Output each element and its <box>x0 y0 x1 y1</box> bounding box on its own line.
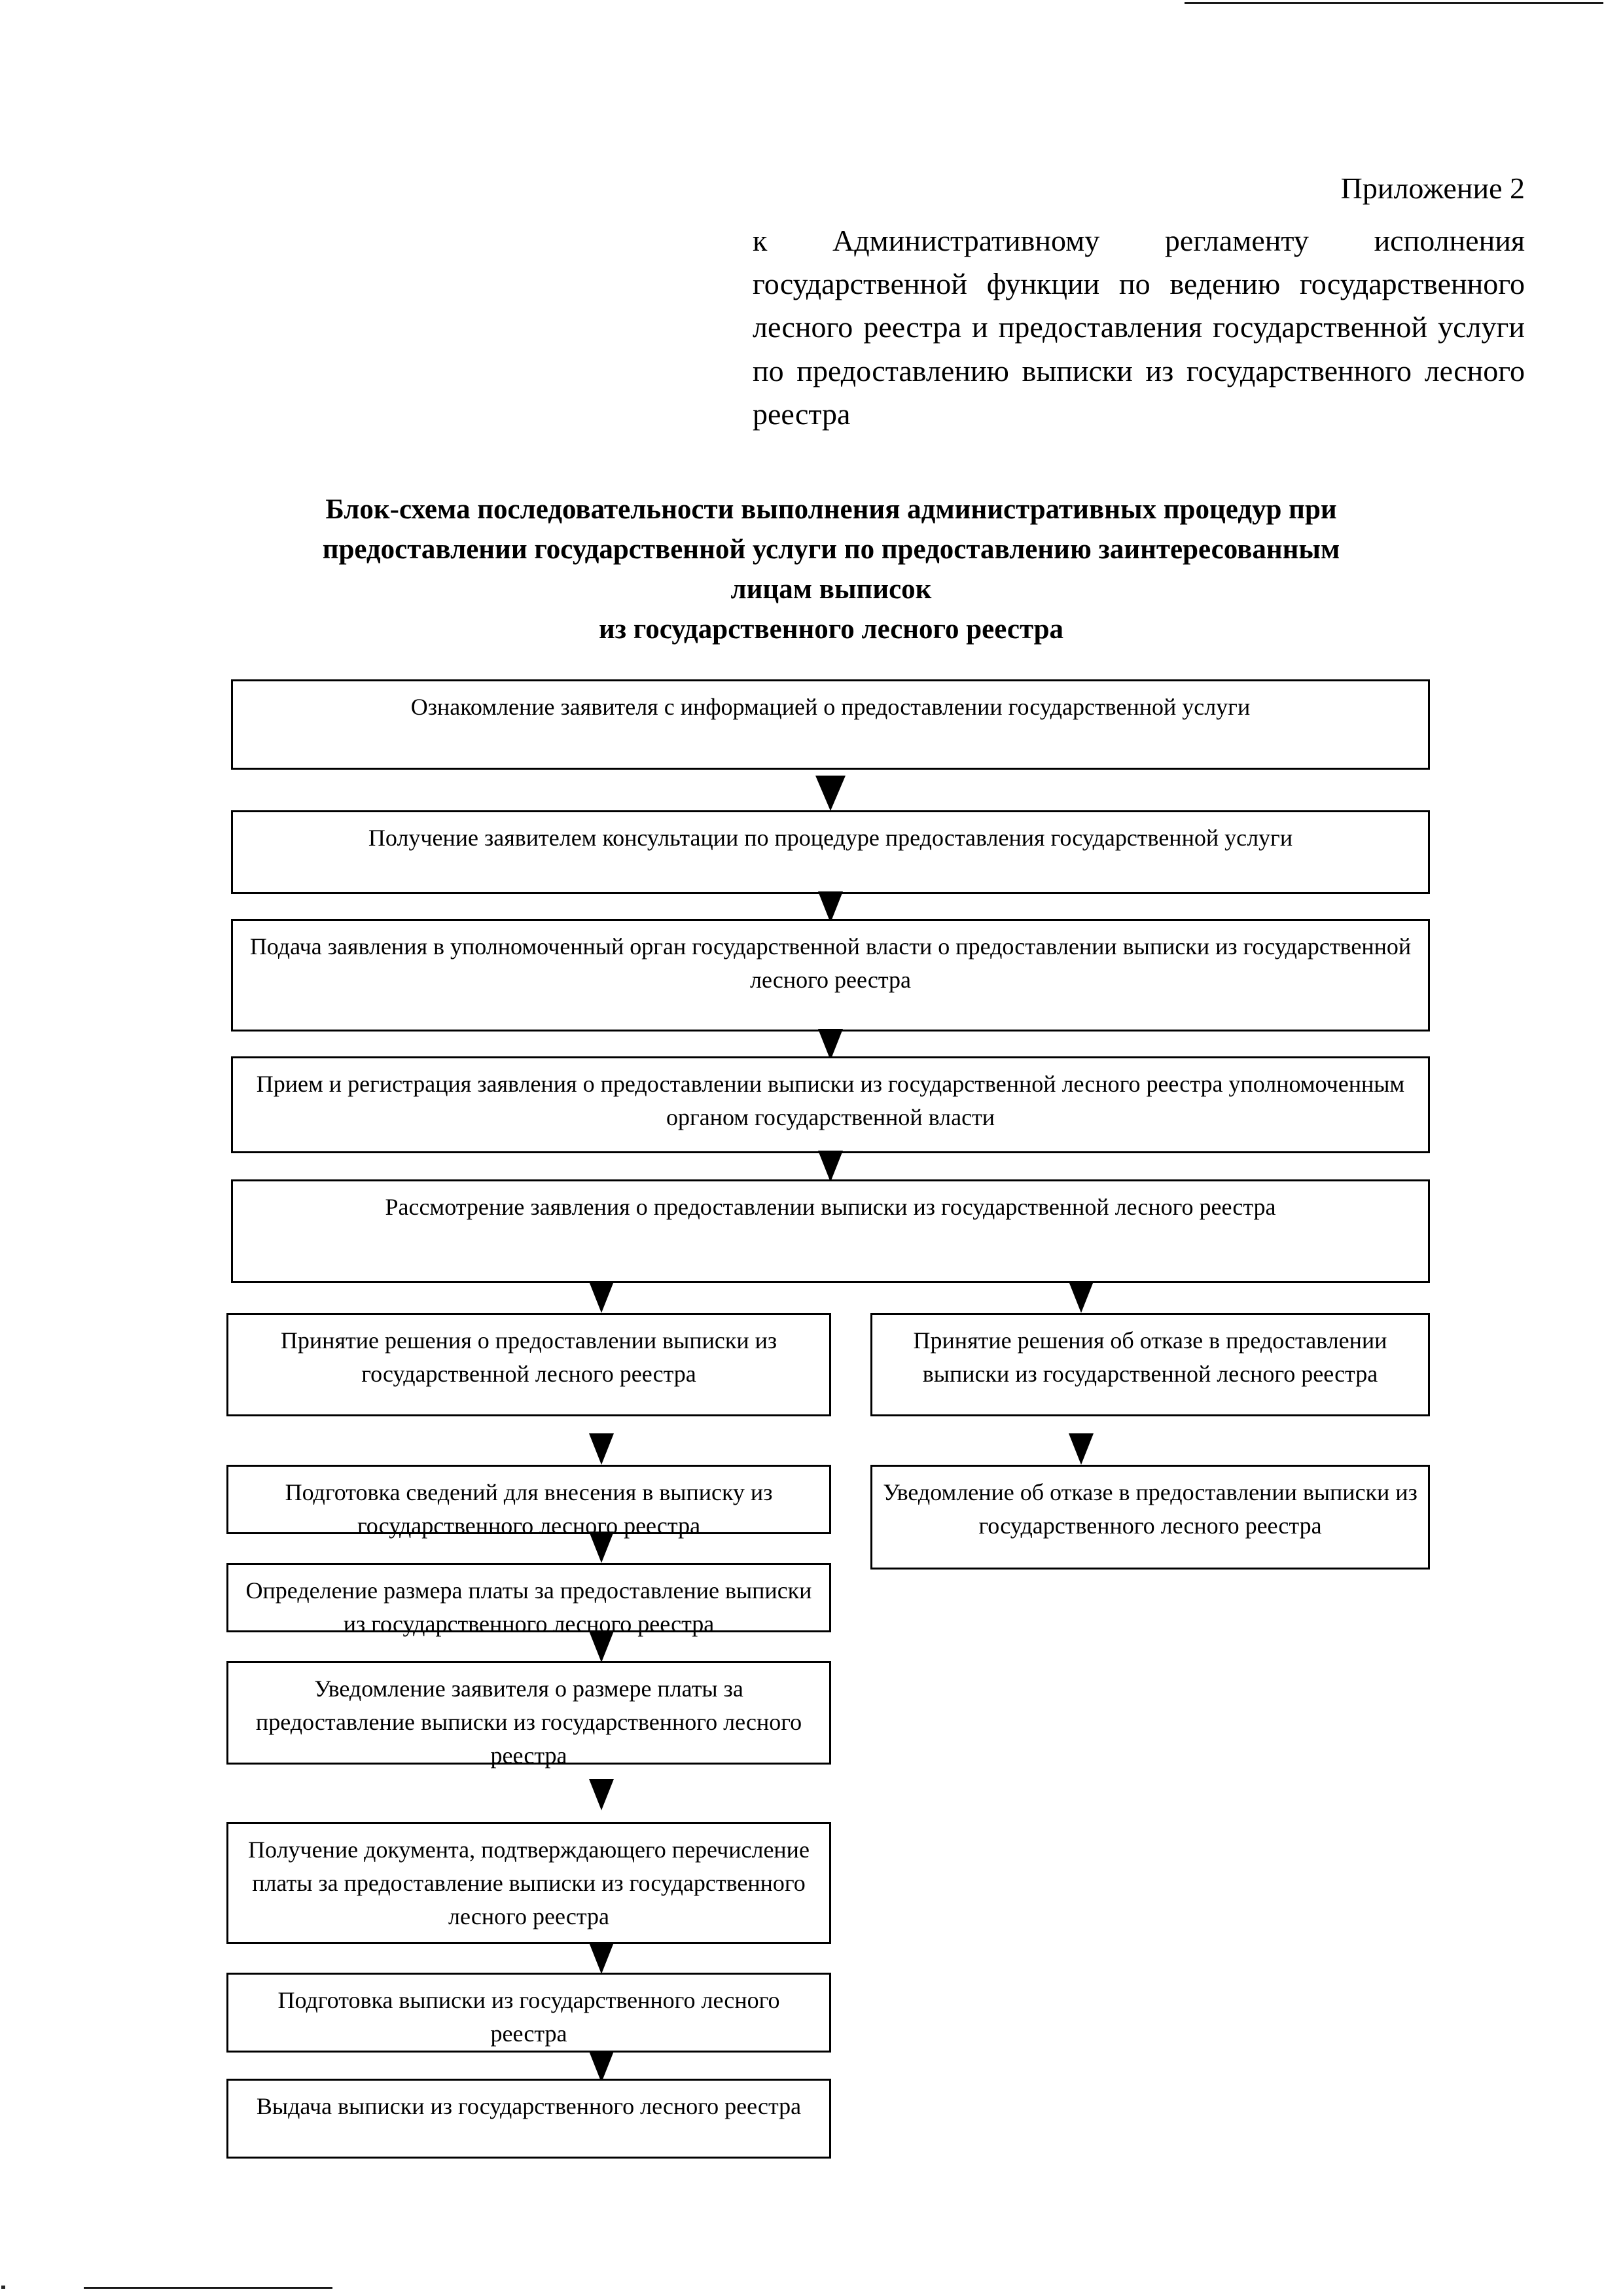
flowchart-node-label: Принятие решения о предоставлении выписк… <box>280 1327 777 1388</box>
page-title-line-2: предоставлении государственной услуги по… <box>322 534 1340 565</box>
flowchart-node-label: Получение заявителем консультации по про… <box>368 825 1293 851</box>
flowchart-node-label: Подготовка сведений для внесения в выпис… <box>285 1479 773 1539</box>
flowchart-node-n2: Получение заявителем консультации по про… <box>231 810 1430 894</box>
flowchart-node-label: Определение размера платы за предоставле… <box>245 1577 812 1638</box>
appendix-reference-paragraph: к Административному регламенту исполнени… <box>753 224 1525 431</box>
flowchart-node-label: Выдача выписки из государственного лесно… <box>256 2093 802 2119</box>
flowchart-node-n11: Уведомление заявителя о размере платы за… <box>226 1661 831 1768</box>
flowchart-node-label: Прием и регистрация заявления о предоста… <box>256 1071 1405 1131</box>
flowchart-node-n13: Подготовка выписки из государственного л… <box>226 1973 831 2053</box>
flowchart-arrow-n10-n11 <box>589 1631 614 1662</box>
flowchart-node-label: Уведомление заявителя о размере платы за… <box>255 1676 802 1769</box>
appendix-header: Приложение 2 к Административному регламе… <box>753 173 1525 436</box>
page-title-line-3: лицам выписок <box>730 574 932 605</box>
page-title-line-4: из государственного лесного реестра <box>598 614 1064 645</box>
flowchart-node-n3: Подача заявления в уполномоченный орган … <box>231 919 1430 1031</box>
flowchart-node-n12: Получение документа, подтверждающего пер… <box>226 1822 831 1944</box>
flowchart-node-label: Подготовка выписки из государственного л… <box>277 1987 780 2047</box>
flowchart-node-n4: Прием и регистрация заявления о предоста… <box>231 1056 1430 1153</box>
flowchart-arrow-n6-n8 <box>589 1433 614 1465</box>
page-title-line-1: Блок-схема последовательности выполнения… <box>325 494 1337 525</box>
flowchart-node-label: Получение документа, подтверждающего пер… <box>248 1837 810 1930</box>
flowchart-node-n10: Определение размера платы за предоставле… <box>226 1563 831 1637</box>
flowchart-node-n8: Подготовка сведений для внесения в выпис… <box>226 1465 831 1539</box>
flowchart-node-n5: Рассмотрение заявления о предоставлении … <box>231 1179 1430 1283</box>
page-title: Блок-схема последовательности выполнения… <box>242 490 1420 649</box>
flowchart-node-label: Уведомление об отказе в предоставлении в… <box>883 1479 1418 1539</box>
flowchart-node-label: Ознакомление заявителя с информацией о п… <box>410 694 1251 720</box>
flowchart-arrow-n7-n9 <box>1069 1433 1094 1465</box>
scan-artifact-dot <box>1 2286 5 2289</box>
scan-artifact-top-line <box>1185 2 1603 4</box>
flowchart-arrow-n5-n7 <box>1069 1282 1094 1313</box>
flowchart-arrow-n3-n4 <box>818 1029 843 1060</box>
flowchart-arrow-n11-n12 <box>589 1779 614 1810</box>
flowchart-node-label: Рассмотрение заявления о предоставлении … <box>385 1194 1276 1220</box>
flowchart-arrow-n2-n3 <box>818 891 843 923</box>
flowchart-node-label: Принятие решения об отказе в предоставле… <box>913 1327 1387 1388</box>
flowchart-arrow-n5-n6 <box>589 1282 614 1313</box>
scan-artifact-bottom-line <box>84 2287 332 2289</box>
flowchart-node-n1: Ознакомление заявителя с информацией о п… <box>231 679 1430 770</box>
appendix-label: Приложение 2 <box>1340 171 1525 205</box>
flowchart-arrow-n4-n5 <box>818 1151 843 1182</box>
flowchart-node-n9: Уведомление об отказе в предоставлении в… <box>870 1465 1430 1570</box>
flowchart-arrow-n13-n14 <box>589 2051 614 2083</box>
flowchart-arrow-n1-n2 <box>815 776 846 811</box>
flowchart-arrow-n8-n10 <box>589 1532 614 1563</box>
flowchart-node-label: Подача заявления в уполномоченный орган … <box>249 933 1412 994</box>
flowchart-node-n14: Выдача выписки из государственного лесно… <box>226 2079 831 2159</box>
flowchart-node-n6: Принятие решения о предоставлении выписк… <box>226 1313 831 1416</box>
flowchart-node-n7: Принятие решения об отказе в предоставле… <box>870 1313 1430 1416</box>
flowchart-arrow-n12-n13 <box>589 1943 614 1974</box>
